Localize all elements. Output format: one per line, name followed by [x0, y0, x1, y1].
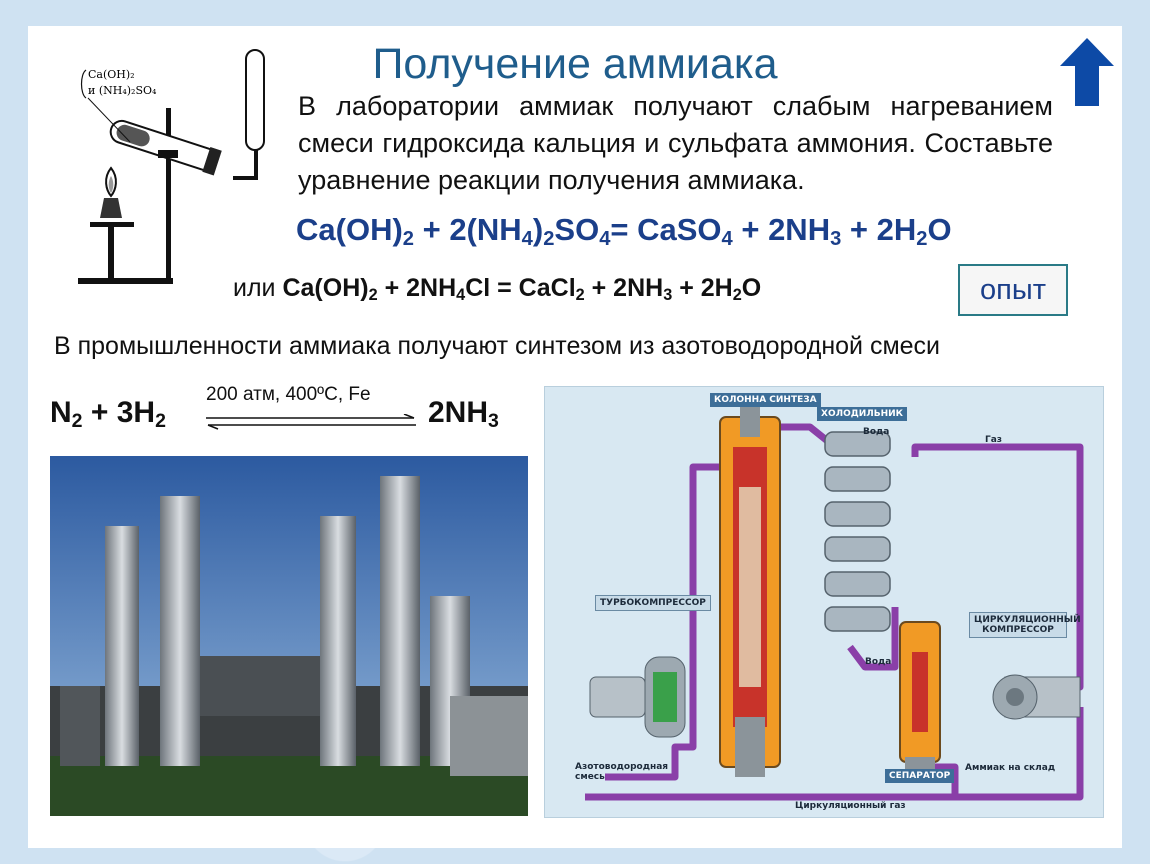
- label-nitrogen-hydrogen-mix: Азотоводородная смесь: [575, 762, 669, 782]
- page-title: Получение аммиака: [372, 40, 778, 88]
- lab-apparatus-drawing: Ca(OH)₂ и (NH₄)₂SO₄: [78, 49, 265, 284]
- equation-lab-chloride: или Ca(OH)2 + 2NH4Cl = CaCl2 + 2NH3 + 2H…: [233, 274, 762, 305]
- experiment-button[interactable]: опыт: [958, 264, 1068, 316]
- ammonia-plant-photo: [50, 456, 528, 816]
- label-separator: СЕПАРАТОР: [885, 769, 955, 783]
- slide: Ca(OH)₂ и (NH₄)₂SO₄ Получение аммиака В …: [28, 26, 1122, 848]
- scheme-drawing: [585, 407, 1084, 801]
- label-synthesis-column: КОЛОННА СИНТЕЗА: [710, 393, 821, 407]
- label-gas: Газ: [985, 435, 1003, 445]
- up-arrow-icon[interactable]: [1058, 36, 1116, 108]
- reversible-arrow-icon: [206, 414, 416, 430]
- label-ammonia-storage: Аммиак на склад: [965, 763, 1056, 773]
- lab-description: В лаборатории аммиак получают слабым наг…: [298, 91, 1053, 195]
- label-water-out: Вода: [863, 427, 890, 437]
- label-water-in: Вода: [865, 657, 892, 667]
- label-cooler: ХОЛОДИЛЬНИК: [817, 407, 908, 421]
- equation-lab-sulfate: Ca(OH)2 + 2(NH4)2SO4= CaSO4 + 2NH3 + 2H2…: [296, 212, 952, 251]
- synthesis-conditions: 200 атм, 400ºC, Fe: [206, 384, 371, 405]
- synthesis-reactants: N2 + 3H2: [50, 396, 166, 432]
- lab-label-1: Ca(OH)₂: [88, 68, 135, 81]
- label-circulation-gas: Циркуляционный газ: [795, 801, 906, 811]
- lab-label-2: и (NH₄)₂SO₄: [88, 84, 157, 97]
- label-turbocompressor: ТУРБОКОМПРЕССОР: [595, 595, 711, 611]
- synthesis-product: 2NH3: [428, 396, 499, 432]
- label-circulation-compressor: ЦИРКУЛЯЦИОННЫЙ КОМПРЕССОР: [969, 612, 1081, 638]
- industry-description: В промышленности аммиака получают синтез…: [54, 332, 941, 360]
- ammonia-synthesis-scheme: КОЛОННА СИНТЕЗА ХОЛОДИЛЬНИК Вода Вода Га…: [544, 386, 1104, 818]
